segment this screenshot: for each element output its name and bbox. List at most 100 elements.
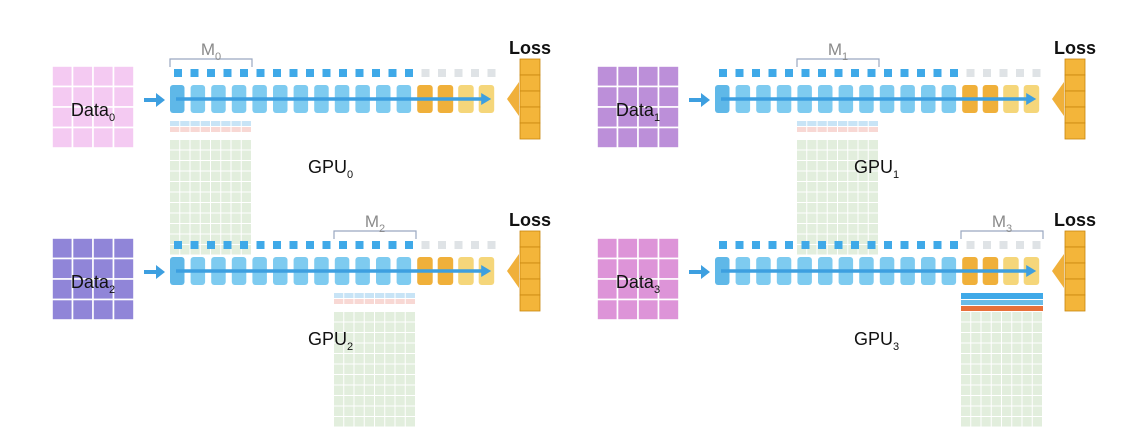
memory-cell [848,245,858,255]
memory-cell [200,245,210,255]
memory-cell [858,140,868,150]
memory-cell [981,406,991,416]
data-label-main: Data [71,272,110,292]
memory-cell-red [375,299,385,304]
memory-cell [817,161,827,171]
memory-cell [395,396,405,406]
memory-cell [817,245,827,255]
parameter-dot [818,69,826,77]
memory-cell [180,161,190,171]
memory-cell [231,171,241,181]
memory-row-blue [961,300,1043,305]
memory-cell [981,333,991,343]
memory-cell [395,385,405,395]
data-cell [596,298,619,321]
parameter-dot [471,69,479,77]
memory-cell [981,364,991,374]
loss-funnel-icon [507,254,519,288]
memory-cell [807,203,817,213]
memory-cell [385,322,395,332]
parameter-dot [735,241,744,249]
memory-cell [807,182,817,192]
memory-cell-blue [848,121,858,126]
memory-cell [961,333,971,343]
memory-cell [807,161,817,171]
memory-cell [1032,333,1042,343]
memory-cell [190,150,200,160]
memory-cell-blue [190,121,200,126]
memory-cell [241,150,251,160]
parameter-dot [719,69,727,77]
memory-cell [868,171,878,181]
gpu-label-main: GPU [854,157,893,177]
model-shard-label-sub: 1 [842,51,848,63]
memory-cell [1012,354,1022,364]
memory-cell [190,140,200,150]
memory-cell [827,224,837,234]
memory-cell [180,234,190,244]
memory-cell [354,396,364,406]
parameter-dot [190,241,199,249]
memory-cell [858,234,868,244]
memory-cell [211,224,221,234]
memory-cell [211,182,221,192]
memory-cell [838,192,848,202]
memory-cell [190,182,200,192]
memory-cell [375,375,385,385]
memory-cell [364,343,374,353]
parameter-dot [752,69,760,77]
memory-cell [395,322,405,332]
parameter-dot [207,69,215,77]
data-label-main: Data [616,272,655,292]
loss-cell [519,58,541,76]
data-cell [637,65,660,88]
forward-arrow-icon [1026,265,1037,277]
data-cell [616,65,639,88]
parameter-dot [339,241,347,249]
memory-cell [1012,406,1022,416]
data-label: Data3 [616,272,660,296]
memory-cell-red [334,299,344,304]
memory-shard-grid [170,121,251,255]
forward-arrow-icon [1026,93,1037,105]
memory-cell [221,150,231,160]
memory-cell [405,417,415,427]
memory-cell [344,333,354,343]
memory-cell [858,150,868,160]
memory-cell [170,224,180,234]
data-cell [657,278,680,301]
memory-cell [221,224,231,234]
memory-cell-red [364,299,374,304]
memory-cell [1002,375,1012,385]
memory-cell [817,224,827,234]
memory-cell [221,182,231,192]
model-shard-label-main: M [365,212,379,231]
memory-cell [817,150,827,160]
memory-cell-blue [817,121,827,126]
memory-cell [797,192,807,202]
memory-cell [838,203,848,213]
parameter-dot [223,69,232,77]
memory-cell [180,171,190,181]
memory-cell [981,354,991,364]
data-cell [596,237,619,260]
memory-cell [1032,375,1042,385]
gpu-label: GPU1 [854,157,899,181]
memory-cell [405,312,415,322]
memory-cell [1022,385,1032,395]
memory-shard-grid [334,293,415,427]
memory-cell [991,385,1001,395]
parameter-dot [322,241,331,249]
memory-cell [190,203,200,213]
loss-column [1064,230,1086,312]
memory-cell [807,224,817,234]
memory-cell [334,343,344,353]
memory-cell [1002,343,1012,353]
memory-cell-red [170,127,180,132]
parameter-dot [372,69,380,77]
parameter-dot [999,69,1008,77]
model-shard-label: M3 [992,212,1012,235]
memory-cell [385,375,395,385]
memory-cell [858,245,868,255]
